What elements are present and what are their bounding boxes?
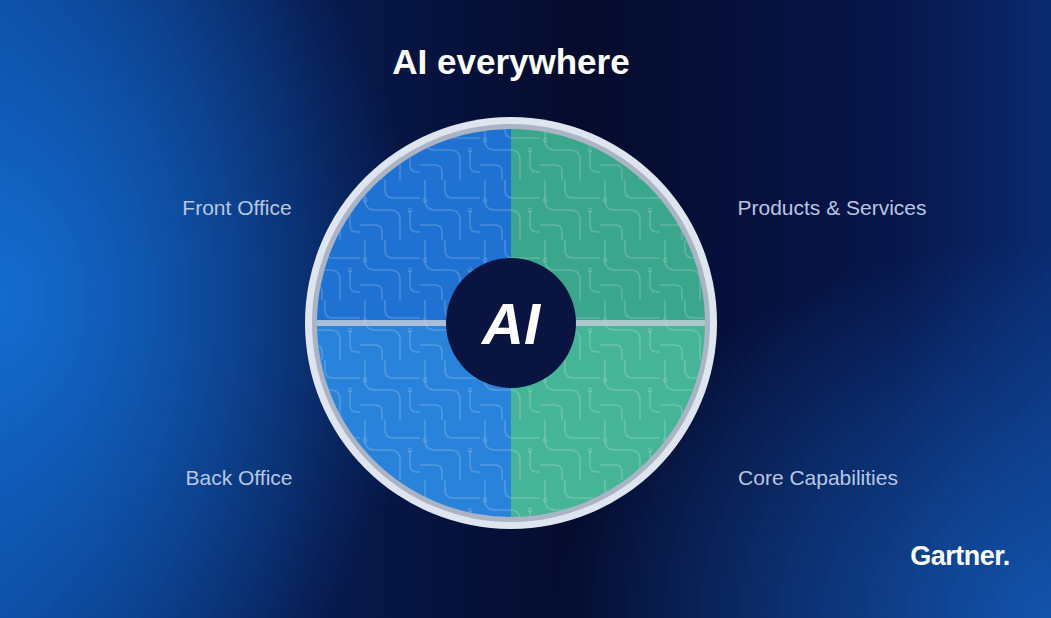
outer-ring bbox=[305, 117, 717, 529]
segment-label: Core Capabilities bbox=[738, 466, 898, 490]
segment-label: Back Office bbox=[186, 466, 293, 490]
brand-logo: Gartner. bbox=[910, 541, 1010, 572]
segment-label: Front Office bbox=[182, 196, 291, 220]
diagram-title: AI everywhere bbox=[392, 42, 629, 82]
center-label: AI bbox=[482, 290, 540, 357]
center-circle: AI bbox=[446, 258, 576, 388]
inner-ring bbox=[312, 124, 710, 522]
segment-label: Products & Services bbox=[737, 196, 926, 220]
circuit-texture bbox=[311, 123, 711, 523]
